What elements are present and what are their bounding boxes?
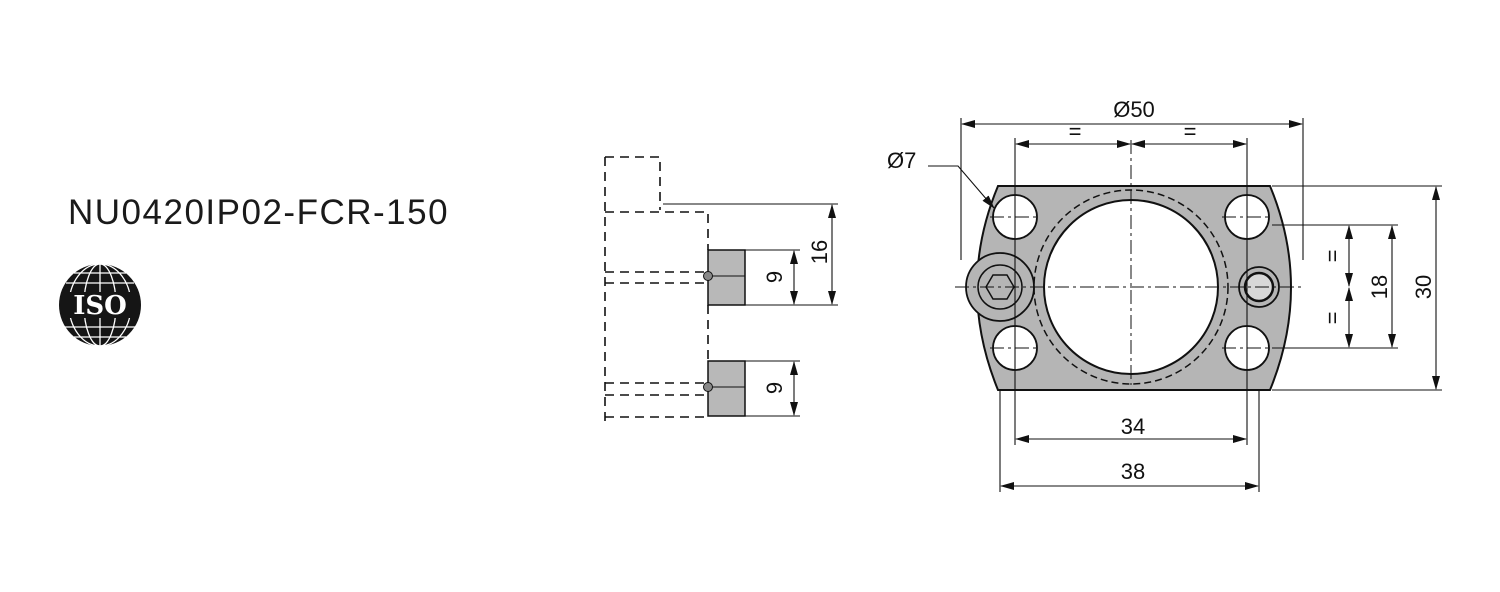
- equal-mark: =: [1184, 119, 1197, 144]
- dim-hole-spacing: 34: [1121, 414, 1145, 439]
- dim-lower-pad: 9: [762, 382, 787, 394]
- dim-height: 30: [1411, 275, 1436, 299]
- dim-outer-diameter: Ø50: [1113, 97, 1155, 122]
- dim-vertical-spacing: 18: [1367, 275, 1392, 299]
- lower-pad: [707, 360, 746, 417]
- upper-pad: [707, 249, 746, 306]
- dim-upper-pad: 9: [762, 271, 787, 283]
- side-view: 16 9 9: [604, 156, 838, 425]
- iso-globe-logo-icon: ISO: [59, 263, 141, 347]
- iso-logo-text: ISO: [73, 291, 127, 321]
- part-number-title: NU0420IP02-FCR-150: [68, 193, 450, 232]
- equal-mark: =: [1320, 250, 1345, 263]
- dim-width: 38: [1121, 459, 1145, 484]
- dim-hole-diameter: Ø7: [887, 148, 916, 173]
- dim-overall-height: 16: [807, 240, 832, 264]
- equal-mark: =: [1069, 119, 1082, 144]
- front-view: Ø50 = = Ø7 34 38 = = 18 30: [887, 97, 1442, 492]
- equal-mark: =: [1320, 312, 1345, 325]
